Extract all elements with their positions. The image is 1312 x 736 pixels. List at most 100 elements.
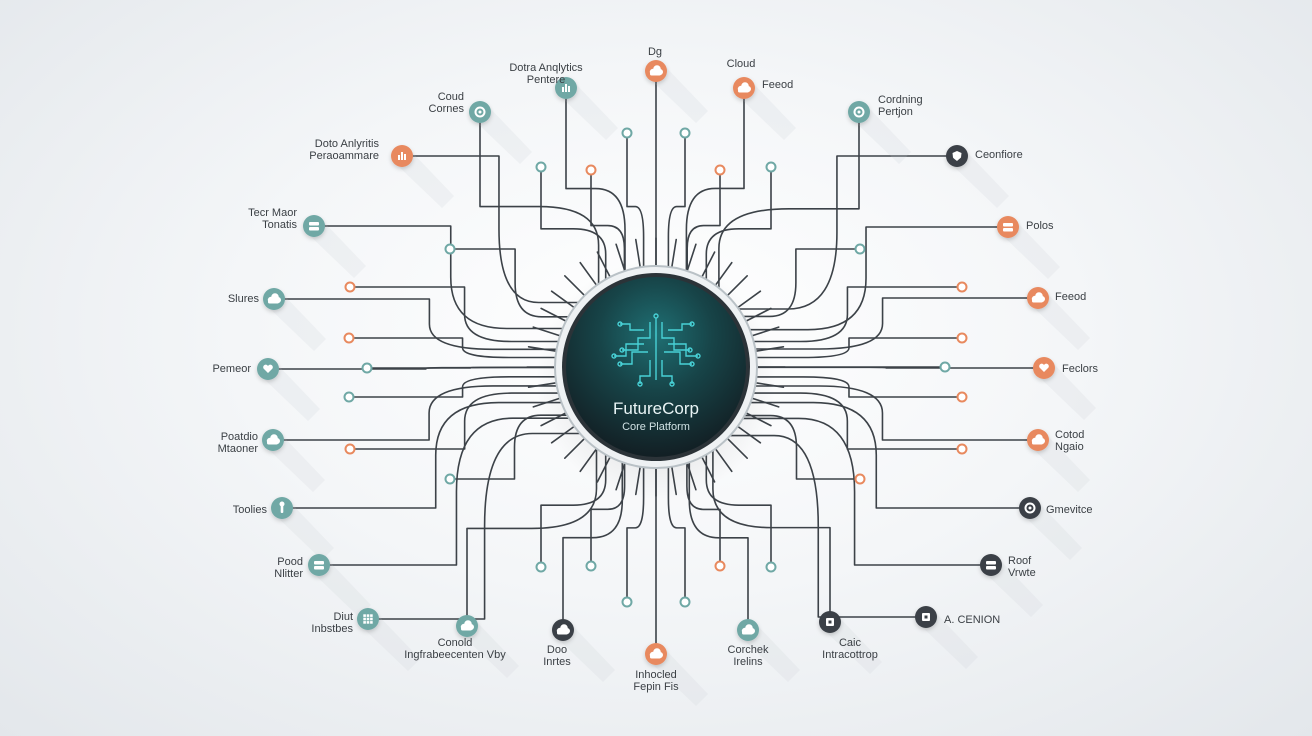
connector-dot: [585, 164, 597, 176]
node-label: Mtaoner: [218, 443, 259, 455]
connection-trace: [367, 432, 581, 620]
node-shadow: [985, 559, 1043, 617]
node-top-right-1[interactable]: Cloud: [727, 58, 796, 140]
connection-trace: [565, 87, 626, 272]
connector-dot: [585, 560, 597, 572]
chart-icon: [562, 84, 570, 92]
node-label: Coud: [438, 91, 464, 103]
node-label: Inhocled: [635, 669, 677, 681]
connector-dot: [854, 243, 866, 255]
cloud-icon: [737, 82, 751, 93]
node-label: Irelins: [733, 656, 763, 668]
node-label: Doto Anlyritis: [315, 138, 380, 150]
hub-title: FutureCorp: [613, 399, 699, 418]
hub[interactable]: FutureCorp Core Platform: [536, 260, 776, 500]
node-shadow: [1038, 362, 1096, 420]
node-right-7[interactable]: Gmevitce: [1019, 497, 1092, 560]
gear-icon: [474, 106, 486, 118]
connection-trace: [729, 434, 927, 618]
connection-trace: [449, 248, 570, 318]
connector-dot: [444, 473, 456, 485]
node-right-3[interactable]: Polos: [997, 216, 1060, 279]
connection-trace: [348, 337, 557, 359]
node-label: Ngaio: [1055, 441, 1084, 453]
node-circle[interactable]: [303, 215, 325, 237]
connector-dot: [714, 560, 726, 572]
connection-trace: [754, 385, 1039, 441]
connection-trace: [742, 417, 992, 566]
node-left-4[interactable]: Slures: [228, 288, 326, 351]
heart-icon: [1039, 363, 1049, 372]
connector-dot: [765, 561, 777, 573]
node-circle[interactable]: [980, 554, 1002, 576]
node-shadow: [1032, 434, 1090, 492]
node-label: Cornes: [429, 103, 465, 115]
cloud-icon: [1031, 434, 1045, 445]
node-right-4[interactable]: Feeod: [1027, 287, 1090, 350]
connection-trace: [749, 226, 1009, 331]
node-label: Pertjon: [878, 106, 913, 118]
connection-trace: [752, 286, 963, 343]
node-left-7[interactable]: Toolies: [233, 497, 334, 560]
connector-dot: [956, 281, 968, 293]
node-label: Peraoammare: [309, 150, 379, 162]
node-right-5[interactable]: Feclors: [1033, 357, 1099, 420]
node-right-9[interactable]: A. CENION: [915, 606, 1000, 669]
node-left-5[interactable]: Pemeor: [212, 358, 320, 421]
connection-trace: [479, 111, 600, 285]
node-shadow: [461, 620, 519, 678]
connection-trace: [466, 447, 598, 627]
connection-trace: [737, 155, 958, 310]
hub-subtitle: Core Platform: [622, 421, 690, 433]
node-shadow: [262, 363, 320, 421]
node-label: Fepin Fis: [633, 681, 679, 693]
node-label: Diut: [333, 611, 353, 623]
connection-trace: [366, 366, 556, 369]
connection-trace: [318, 417, 570, 566]
node-label: Pood: [277, 556, 303, 568]
node-circle[interactable]: [997, 216, 1019, 238]
node-circle[interactable]: [308, 554, 330, 576]
node-top-right-1b[interactable]: Feeod: [762, 79, 793, 91]
connection-trace: [755, 337, 963, 359]
node-top-center[interactable]: Dg: [645, 46, 708, 123]
server-icon: [309, 222, 319, 231]
cloud-icon: [649, 65, 663, 76]
cpu-icon: [922, 613, 930, 621]
node-right-2[interactable]: Ceonfiore: [946, 145, 1023, 208]
cloud-icon: [649, 648, 663, 659]
node-shadow: [738, 82, 796, 140]
connector-dot: [535, 561, 547, 573]
connector-dot: [956, 443, 968, 455]
node-label: Cloud: [727, 58, 756, 70]
node-shadow: [474, 106, 532, 164]
node-label: Gmevitce: [1046, 504, 1092, 516]
minor-connector-nodes: [343, 127, 968, 608]
node-shadow: [276, 502, 334, 560]
server-icon: [1003, 223, 1013, 232]
node-label: Intracottrop: [822, 649, 878, 661]
connector-dot: [854, 473, 866, 485]
node-shadow: [951, 150, 1009, 208]
tool-icon: [279, 501, 285, 513]
cloud-icon: [741, 624, 755, 635]
connection-trace: [272, 385, 558, 441]
node-shadow: [396, 150, 454, 208]
connection-trace: [401, 155, 580, 304]
